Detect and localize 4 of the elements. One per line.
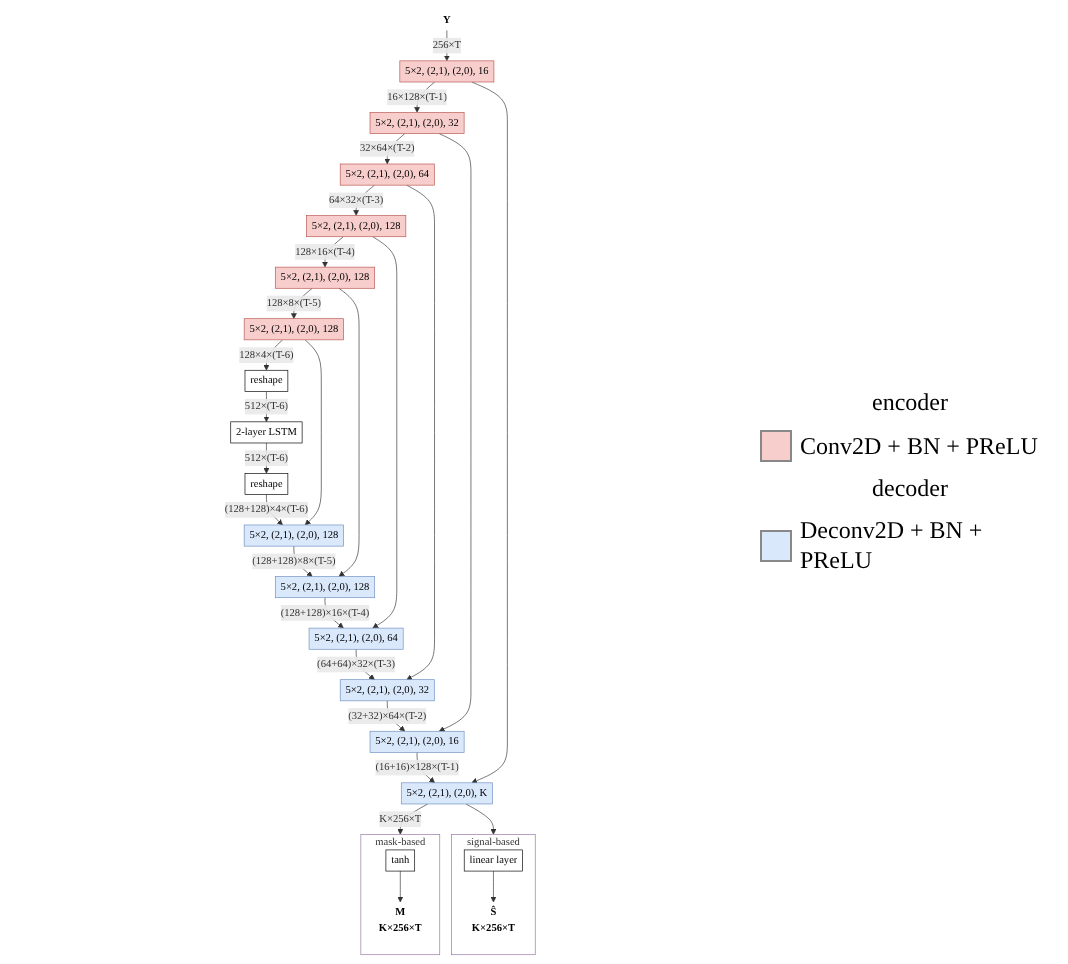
legend-heading: decoder	[870, 474, 950, 504]
legend-heading: encoder	[870, 388, 950, 418]
legend-text: Deconv2D + BN + PReLU	[800, 516, 985, 576]
legend-text: Conv2D + BN + PReLU	[800, 431, 1038, 461]
